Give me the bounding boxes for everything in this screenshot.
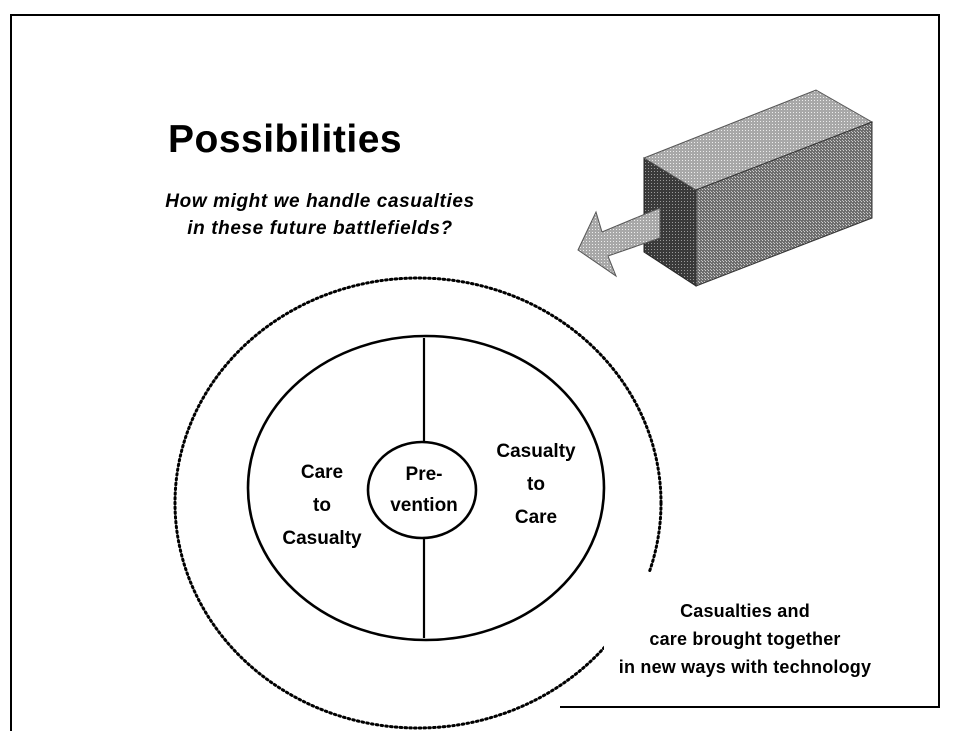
slide-title: Possibilities — [168, 118, 403, 161]
center-label-line-1: Pre- — [405, 464, 443, 485]
care-to-casualty-label: Care to Casualty — [262, 456, 382, 555]
left-label-line-2: to — [313, 495, 331, 516]
subtitle-line-1: How might we handle casualties — [165, 191, 475, 212]
outer-ring-caption: Casualties and care brought together in … — [560, 597, 930, 681]
subtitle-line-2: in these future battlefields? — [187, 218, 453, 239]
center-label-line-2: vention — [390, 495, 458, 516]
left-label-line-3: Casualty — [282, 528, 362, 549]
right-label-line-1: Casualty — [496, 441, 576, 462]
outer-dotted-ring — [173, 276, 663, 730]
right-label-line-2: to — [527, 474, 545, 495]
left-label-line-1: Care — [300, 462, 344, 483]
slide-frame-right — [938, 14, 940, 707]
caption-line-3: in new ways with technology — [618, 657, 872, 677]
slide-frame-left — [10, 14, 12, 731]
slide-frame-bottom — [560, 706, 940, 708]
slide-subtitle: How might we handle casualties in these … — [100, 188, 540, 242]
middle-circle — [246, 334, 606, 642]
right-label-line-3: Care — [514, 507, 558, 528]
caption-line-1: Casualties and — [680, 601, 810, 621]
prevention-label: Pre- vention — [376, 459, 472, 521]
ring-gap-mask — [604, 572, 934, 702]
caption-line-2: care brought together — [649, 629, 841, 649]
slide-frame-top — [10, 14, 940, 16]
casualty-to-care-label: Casualty to Care — [478, 435, 594, 534]
box-arrow-icon — [577, 89, 874, 287]
box-side-face — [695, 121, 873, 287]
arrow-left-icon — [577, 207, 661, 278]
prevention-circle — [366, 440, 478, 540]
